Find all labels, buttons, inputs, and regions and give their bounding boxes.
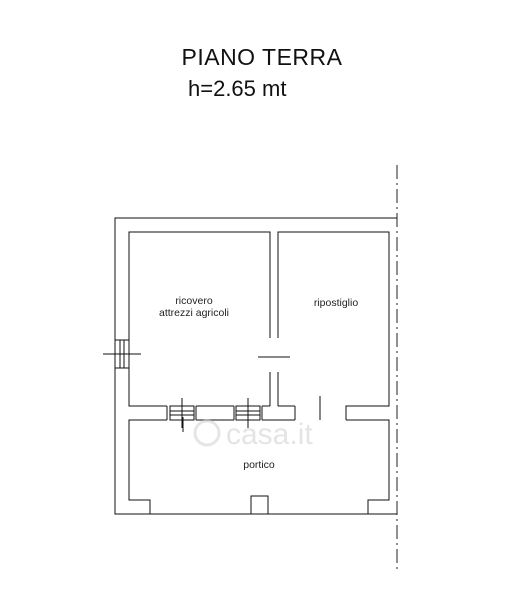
room-label-ricovero-line2: attrezzi agricoli [159, 307, 229, 319]
outer-walls [114, 217, 397, 515]
ricovero-room-outline [128, 231, 271, 407]
room-label-portico: portico [243, 459, 275, 471]
room-label-ricovero: ricovero [175, 295, 213, 307]
plan-title: PIANO TERRA [181, 44, 343, 70]
svg-text:casa.it: casa.it [226, 418, 313, 451]
window-center-portico [235, 398, 261, 428]
ceiling-height-label: h=2.65 mt [188, 76, 287, 101]
portico-outline [128, 419, 167, 514]
portico-pillar [250, 495, 269, 514]
watermark-logo-icon [193, 419, 221, 447]
window-ricovero-portico [169, 398, 195, 428]
ripostiglio-room-outline [277, 231, 390, 420]
room-label-ripostiglio: ripostiglio [314, 297, 359, 309]
watermark: casa.it [193, 418, 313, 451]
window-left-wall [103, 339, 141, 369]
